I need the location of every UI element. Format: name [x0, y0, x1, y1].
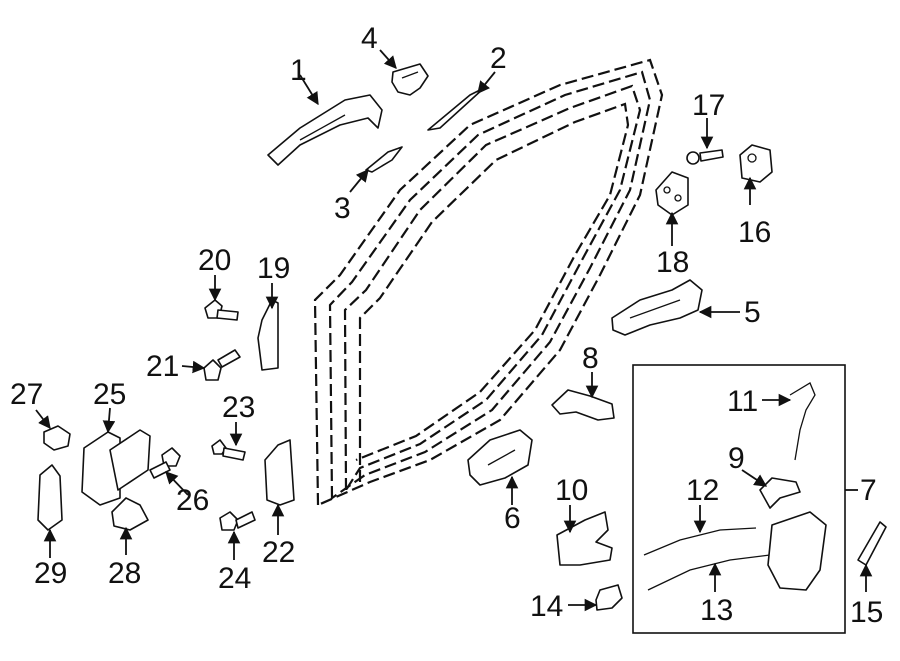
- part-8-bracket: [551, 389, 615, 421]
- part-11-rod: [789, 382, 816, 461]
- callout-8: 8: [582, 342, 599, 375]
- callout-12: 12: [686, 474, 719, 507]
- part-14-clip: [595, 584, 623, 611]
- leader-lines: [35, 49, 873, 612]
- callout-15: 15: [850, 596, 883, 629]
- part-17-bolt: [686, 149, 724, 165]
- callout-28: 28: [108, 557, 141, 590]
- part-12-cable: [643, 527, 757, 556]
- callout-3: 3: [334, 192, 351, 225]
- callout-20: 20: [198, 244, 231, 277]
- part-29-bumper: [37, 464, 63, 531]
- callout-27: 27: [10, 378, 43, 411]
- callout-4: 4: [361, 22, 378, 55]
- callout-18: 18: [656, 246, 689, 279]
- callout-17: 17: [692, 89, 725, 122]
- part-24-bolt: [219, 511, 256, 531]
- door-outline: [313, 58, 664, 507]
- callout-14: 14: [530, 590, 563, 623]
- callout-21: 21: [146, 350, 179, 383]
- callout-26: 26: [176, 484, 209, 517]
- callout-9: 9: [728, 442, 745, 475]
- part-22-hinge-half: [264, 439, 295, 506]
- part-25-door-check: [81, 429, 151, 506]
- part-4-handle-cap: [391, 63, 429, 96]
- part-16-striker: [739, 144, 773, 183]
- callout-23: 23: [222, 391, 255, 424]
- callout-22: 22: [262, 536, 295, 569]
- callout-25: 25: [93, 378, 126, 411]
- part-13-cable: [647, 554, 771, 591]
- part-19-hinge-half: [257, 299, 279, 371]
- part-10-bracket: [556, 511, 613, 566]
- callout-10: 10: [555, 474, 588, 507]
- callout-1: 1: [290, 54, 307, 87]
- part-9-clip: [759, 477, 801, 509]
- callout-19: 19: [257, 252, 290, 285]
- part-5-bracket: [611, 279, 703, 336]
- part-28-cover: [111, 497, 149, 531]
- callout-24: 24: [218, 562, 251, 595]
- part-21-bolt: [203, 349, 241, 381]
- part-18-plate: [655, 171, 689, 216]
- callout-6: 6: [504, 502, 521, 535]
- callout-2: 2: [490, 42, 507, 75]
- part-lock-actuator: [767, 511, 827, 591]
- callout-29: 29: [34, 557, 67, 590]
- part-20-bolt: [204, 299, 239, 321]
- part-6-inside-handle: [467, 429, 533, 486]
- callout-7: 7: [860, 474, 877, 507]
- callout-5: 5: [744, 296, 761, 329]
- part-27-nut: [43, 425, 71, 451]
- part-3-small-trim: [365, 146, 403, 173]
- part-7-assembly-box: [632, 364, 846, 634]
- callout-16: 16: [738, 216, 771, 249]
- callout-labels: 1 2 3 4 5 6 7 8 9 10 11 12 13 14 15 16 1…: [10, 22, 883, 629]
- part-26-bolt: [149, 447, 181, 479]
- callout-13: 13: [700, 594, 733, 627]
- part-1-exterior-handle: [267, 94, 383, 166]
- part-23-bolt: [211, 439, 246, 461]
- part-15-strip: [857, 521, 887, 566]
- callout-11: 11: [727, 385, 758, 418]
